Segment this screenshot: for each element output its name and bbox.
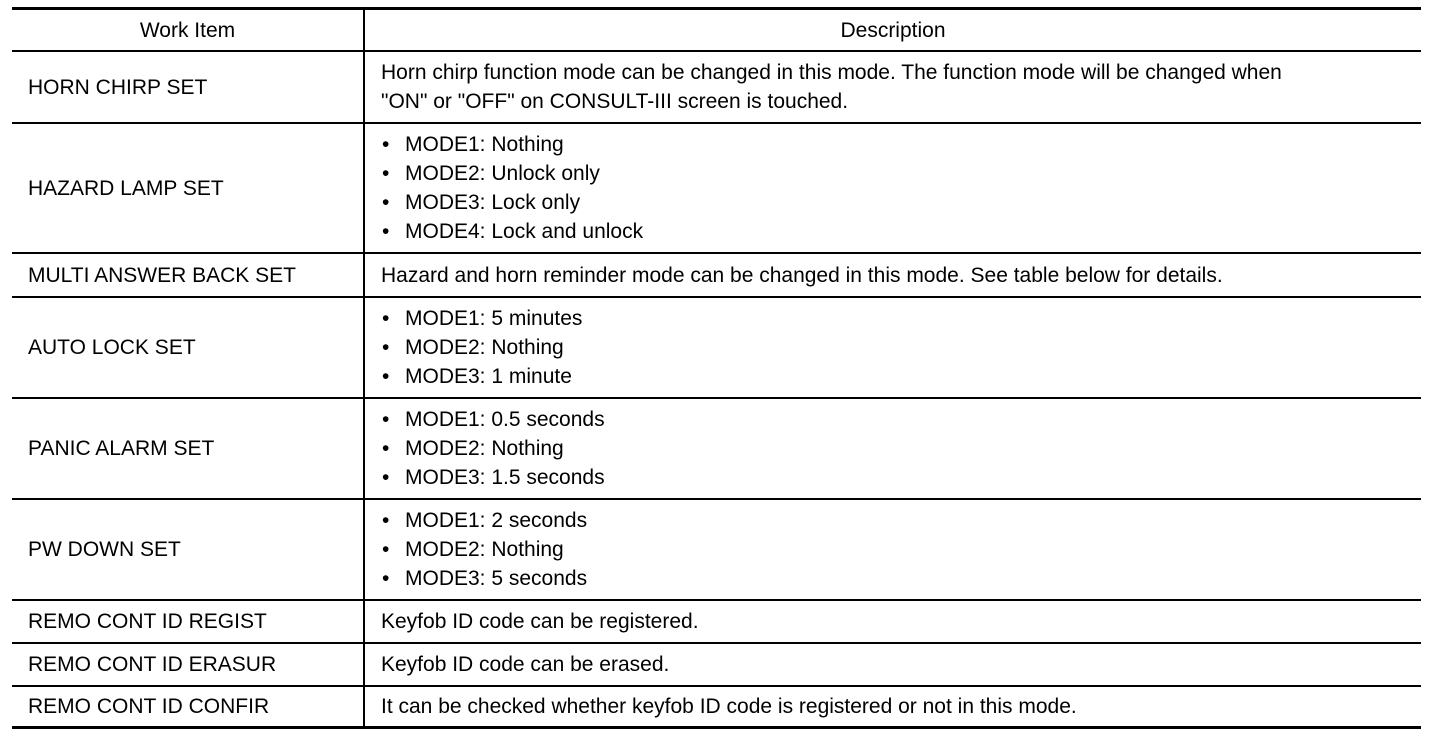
description-line: Keyfob ID code can be erased.: [381, 653, 670, 676]
mode-list: • MODE1: 0.5 seconds • MODE2: Nothing • MOD…: [381, 405, 1409, 492]
bullet-icon: •: [382, 466, 390, 489]
mode-text: MODE3: 1 minute: [405, 365, 572, 388]
list-item: • MODE2: Nothing: [381, 333, 1409, 362]
description-line: It can be checked whether keyfob ID code…: [381, 694, 1077, 718]
mode-list: • MODE1: Nothing • MODE2: Unlock only • MOD…: [381, 130, 1409, 246]
bullet-icon: •: [382, 307, 390, 330]
list-item: • MODE2: Nothing: [381, 434, 1409, 463]
mode-text: MODE3: 5 seconds: [405, 567, 588, 590]
bullet-icon: •: [382, 408, 390, 431]
mode-text: MODE4: Lock and unlock: [405, 220, 644, 243]
table-row: REMO CONT ID ERASUR Keyfob ID code can b…: [12, 643, 1421, 686]
table-row: MULTI ANSWER BACK SET Hazard and horn re…: [12, 253, 1421, 297]
bullet-icon: •: [382, 220, 390, 243]
bullet-icon: •: [382, 538, 390, 561]
mode-text: MODE3: Lock only: [405, 191, 581, 214]
header-work-item: Work Item: [12, 8, 365, 51]
bullet-icon: •: [382, 509, 390, 532]
mode-text: MODE3: 1.5 seconds: [405, 466, 605, 489]
mode-text: MODE2: Nothing: [405, 437, 564, 460]
bullet-icon: •: [382, 567, 390, 590]
description-cell: Hazard and horn reminder mode can be cha…: [364, 253, 1421, 297]
mode-text: MODE1: 5 minutes: [405, 307, 583, 330]
mode-text: MODE1: 0.5 seconds: [405, 408, 605, 431]
description-cell: • MODE1: Nothing • MODE2: Unlock only • MOD…: [364, 123, 1421, 253]
table-row: REMO CONT ID REGIST Keyfob ID code can b…: [12, 600, 1421, 643]
description-cell: It can be checked whether keyfob ID code…: [364, 686, 1421, 727]
header-description: Description: [840, 18, 946, 42]
list-item: • MODE3: 1 minute: [381, 362, 1409, 391]
description-line: Keyfob ID code can be registered.: [381, 610, 699, 633]
table-row: AUTO LOCK SET • MODE1: 5 minutes • MODE2: …: [12, 297, 1421, 398]
table-row: PANIC ALARM SET • MODE1: 0.5 seconds • MOD…: [12, 398, 1421, 499]
list-item: • MODE1: 2 seconds: [381, 506, 1409, 535]
description-cell: • MODE1: 2 seconds • MODE2: Nothing • MODE3…: [364, 499, 1421, 600]
bullet-icon: •: [382, 336, 390, 359]
work-item-cell: REMO CONT ID REGIST: [12, 600, 365, 643]
table-header-row: Work Item Description: [12, 8, 1421, 51]
description-line: Horn chirp function mode can be changed …: [381, 61, 1282, 84]
mode-text: MODE2: Nothing: [405, 538, 564, 561]
list-item: • MODE2: Unlock only: [381, 159, 1409, 188]
mode-list: • MODE1: 5 minutes • MODE2: Nothing • MODE3…: [381, 304, 1409, 391]
description-line: Hazard and horn reminder mode can be cha…: [381, 263, 1223, 287]
list-item: • MODE2: Nothing: [381, 535, 1409, 564]
mode-text: MODE2: Nothing: [405, 336, 564, 359]
work-item-cell: MULTI ANSWER BACK SET: [12, 253, 365, 297]
description-cell: Keyfob ID code can be registered.: [364, 600, 1421, 643]
description-line: "ON" or "OFF" on CONSULT-III screen is t…: [381, 90, 849, 113]
bullet-icon: •: [382, 191, 390, 214]
work-item-cell: REMO CONT ID CONFIR: [12, 686, 365, 727]
work-item-table: Work Item Description HORN CHIRP SET Hor…: [12, 7, 1421, 729]
bullet-icon: •: [382, 162, 390, 185]
work-item-cell: REMO CONT ID ERASUR: [12, 643, 365, 686]
work-item-cell: HAZARD LAMP SET: [12, 123, 365, 253]
description-cell: • MODE1: 5 minutes • MODE2: Nothing • MODE3…: [364, 297, 1421, 398]
description-cell: Keyfob ID code can be erased.: [364, 643, 1421, 686]
list-item: • MODE3: Lock only: [381, 188, 1409, 217]
description-cell: Horn chirp function mode can be changed …: [364, 51, 1421, 123]
work-item-cell: PW DOWN SET: [12, 499, 365, 600]
table-row: HAZARD LAMP SET • MODE1: Nothing • MODE2: …: [12, 123, 1421, 253]
work-item-cell: HORN CHIRP SET: [12, 51, 365, 123]
list-item: • MODE4: Lock and unlock: [381, 217, 1409, 246]
work-item-cell: PANIC ALARM SET: [12, 398, 365, 499]
list-item: • MODE1: 0.5 seconds: [381, 405, 1409, 434]
list-item: • MODE1: Nothing: [381, 130, 1409, 159]
mode-list: • MODE1: 2 seconds • MODE2: Nothing • MODE3…: [381, 506, 1409, 593]
mode-text: MODE1: 2 seconds: [405, 509, 588, 532]
bullet-icon: •: [382, 437, 390, 460]
list-item: • MODE3: 5 seconds: [381, 564, 1409, 593]
bullet-icon: •: [382, 365, 390, 388]
description-cell: • MODE1: 0.5 seconds • MODE2: Nothing • MOD…: [364, 398, 1421, 499]
mode-text: MODE1: Nothing: [405, 133, 564, 156]
mode-text: MODE2: Unlock only: [405, 162, 600, 185]
table-row: HORN CHIRP SET Horn chirp function mode …: [12, 51, 1421, 123]
work-item-cell: AUTO LOCK SET: [12, 297, 365, 398]
table-row: PW DOWN SET • MODE1: 2 seconds • MODE2: No…: [12, 499, 1421, 600]
list-item: • MODE3: 1.5 seconds: [381, 463, 1409, 492]
list-item: • MODE1: 5 minutes: [381, 304, 1409, 333]
table-row: REMO CONT ID CONFIR It can be checked wh…: [12, 686, 1421, 727]
bullet-icon: •: [382, 133, 390, 156]
